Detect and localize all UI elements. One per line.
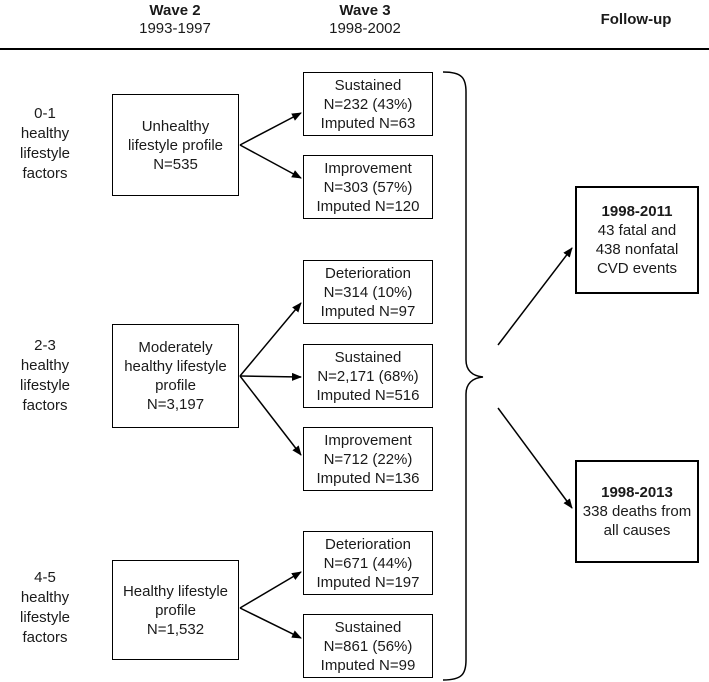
arrow-moderate-deterioration xyxy=(239,302,302,377)
wave3-header: Wave 3 1998-2002 xyxy=(308,2,422,38)
group-label-4-5: 4-5 healthy lifestyle factors xyxy=(19,569,71,646)
profile-box-healthy: Healthy lifestyle profile N=1,532 xyxy=(112,560,239,660)
outcome-box-moderate-improvement: Improvement N=712 (22%) Imputed N=136 xyxy=(303,427,433,491)
outcome-box-unhealthy-sustained: Sustained N=232 (43%) Imputed N=63 xyxy=(303,72,433,136)
outcome-box-healthy-deterioration: Deterioration N=671 (44%) Imputed N=197 xyxy=(303,531,433,595)
group-label-2-3: 2-3 healthy lifestyle factors xyxy=(19,337,71,414)
header-rule xyxy=(0,48,709,50)
arrow-to-cvd-followup xyxy=(497,247,573,346)
arrow-moderate-improvement xyxy=(239,375,302,456)
followup-cvd-period: 1998-2011 xyxy=(601,203,673,220)
wave3-years: 1998-2002 xyxy=(329,20,401,37)
followup-box-cvd: 1998-2011 43 fatal and 438 nonfatal CVD … xyxy=(575,186,699,294)
wave3-title: Wave 3 xyxy=(339,2,391,19)
outcome-box-unhealthy-improvement: Improvement N=303 (57%) Imputed N=120 xyxy=(303,155,433,219)
arrow-healthy-deterioration xyxy=(239,571,302,609)
followup-box-mortality: 1998-2013 338 deaths from all causes xyxy=(575,460,699,563)
followup-mortality-period: 1998-2013 xyxy=(601,484,673,501)
arrow-unhealthy-improvement xyxy=(239,144,302,179)
followup-header: Follow-up xyxy=(580,11,692,29)
arrow-healthy-sustained xyxy=(239,607,302,639)
outcome-box-moderate-sustained: Sustained N=2,171 (68%) Imputed N=516 xyxy=(303,344,433,408)
wave2-header: Wave 2 1993-1997 xyxy=(118,2,232,38)
right-brace xyxy=(442,71,484,681)
profile-box-moderate: Moderately healthy lifestyle profile N=3… xyxy=(112,324,239,428)
followup-title: Follow-up xyxy=(600,11,672,28)
wave2-title: Wave 2 xyxy=(149,2,201,19)
wave2-years: 1993-1997 xyxy=(139,20,211,37)
outcome-box-moderate-deterioration: Deterioration N=314 (10%) Imputed N=97 xyxy=(303,260,433,324)
profile-box-unhealthy: Unhealthy lifestyle profile N=535 xyxy=(112,94,239,196)
arrow-unhealthy-sustained xyxy=(239,112,302,146)
arrow-moderate-sustained xyxy=(239,372,302,381)
group-label-0-1: 0-1 healthy lifestyle factors xyxy=(19,105,71,182)
arrow-to-mortality-followup xyxy=(497,407,573,509)
outcome-box-healthy-sustained: Sustained N=861 (56%) Imputed N=99 xyxy=(303,614,433,678)
